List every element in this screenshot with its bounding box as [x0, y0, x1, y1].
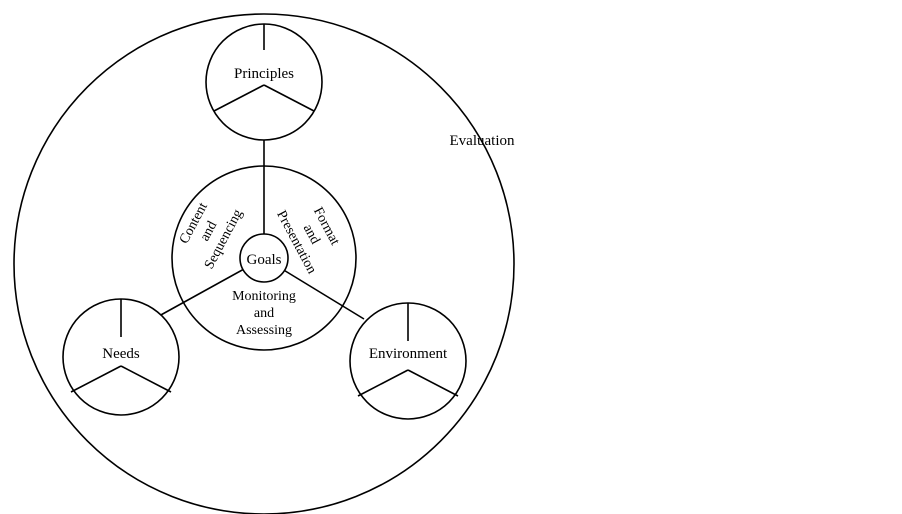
- section-bottom-line-3: Assessing: [236, 323, 292, 338]
- evaluation-label: Evaluation: [450, 133, 515, 149]
- satellite-principles: Principles: [205, 23, 323, 141]
- principles-divider-right: [263, 84, 315, 112]
- section-content-sequencing: Content and Sequencing: [177, 200, 246, 272]
- section-bottom-line-1: Monitoring: [232, 289, 296, 304]
- principles-divider-left: [213, 84, 265, 112]
- middle-circle: [171, 165, 357, 351]
- outer-circle-evaluation: [13, 13, 515, 514]
- needs-divider-left: [70, 365, 122, 393]
- environment-label: Environment: [369, 346, 448, 362]
- satellite-needs: Needs: [62, 298, 180, 416]
- environment-divider-right: [407, 369, 459, 397]
- needs-label: Needs: [102, 346, 140, 362]
- section-bottom-line-2: and: [254, 306, 274, 321]
- goals-circle: [239, 233, 289, 283]
- principles-label: Principles: [234, 66, 294, 82]
- section-monitoring-assessing: Monitoring and Assessing: [232, 289, 296, 338]
- environment-divider-left: [357, 369, 409, 397]
- goals-label: Goals: [247, 252, 282, 268]
- needs-divider-right: [120, 365, 172, 393]
- satellite-environment: Environment: [349, 302, 467, 420]
